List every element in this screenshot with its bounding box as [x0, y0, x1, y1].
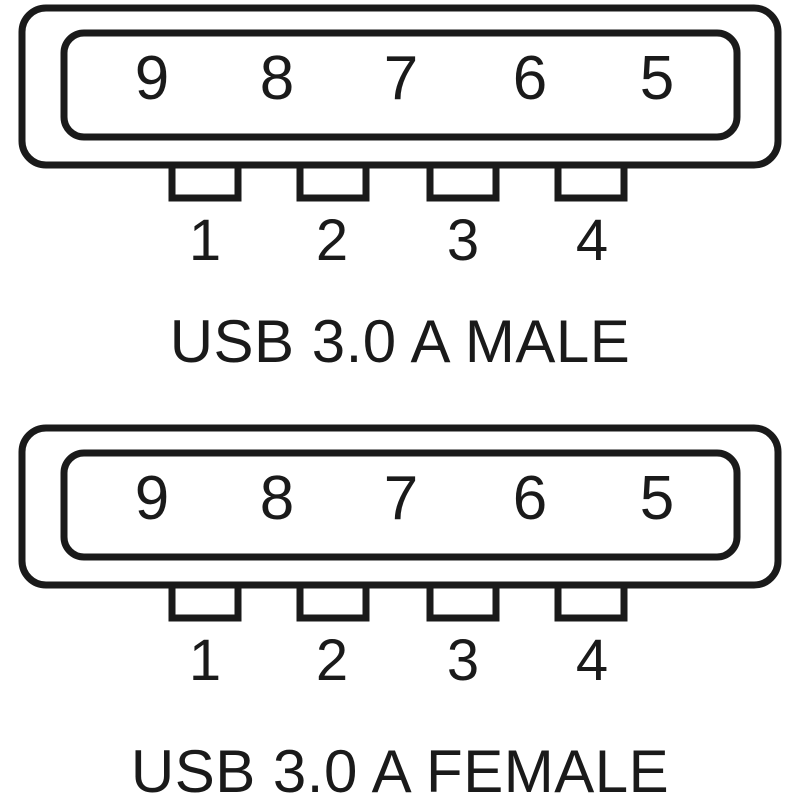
male-pin-number-2: 2: [315, 208, 349, 273]
male-pin-number-3: 3: [446, 208, 480, 273]
female-pin-number-6: 6: [512, 464, 548, 533]
male-pin-tab-1: [168, 161, 242, 202]
female-pin-number-3: 3: [446, 628, 480, 693]
female-pin-number-1: 1: [188, 628, 222, 693]
male-connector-caption: USB 3.0 A MALE: [169, 308, 631, 375]
male-inner-cavity: [60, 29, 741, 141]
female-connector-drawing: [18, 424, 782, 622]
male-pin-number-7: 7: [383, 44, 419, 113]
female-pin-number-5: 5: [639, 464, 675, 533]
female-connector-caption: USB 3.0 A FEMALE: [130, 738, 670, 805]
female-outer-shell: [18, 424, 782, 589]
female-pin-number-2: 2: [315, 628, 349, 693]
male-pin-number-5: 5: [639, 44, 675, 113]
female-pin-tab-4: [554, 581, 628, 622]
male-pin-tab-4: [554, 161, 628, 202]
male-pin-number-1: 1: [188, 208, 222, 273]
female-pin-tab-2: [296, 581, 370, 622]
female-pin-number-9: 9: [134, 464, 170, 533]
male-pin-tab-2: [296, 161, 370, 202]
female-pin-number-7: 7: [383, 464, 419, 533]
male-pin-tab-3: [426, 161, 500, 202]
female-pin-number-8: 8: [259, 464, 295, 533]
male-pin-number-4: 4: [575, 208, 609, 273]
female-pin-tab-1: [168, 581, 242, 622]
female-inner-cavity: [60, 449, 741, 561]
female-pin-number-4: 4: [575, 628, 609, 693]
male-pin-number-8: 8: [259, 44, 295, 113]
male-pin-number-9: 9: [134, 44, 170, 113]
male-connector-drawing: [18, 4, 782, 202]
male-outer-shell: [18, 4, 782, 169]
female-pin-tab-3: [426, 581, 500, 622]
male-pin-number-6: 6: [512, 44, 548, 113]
